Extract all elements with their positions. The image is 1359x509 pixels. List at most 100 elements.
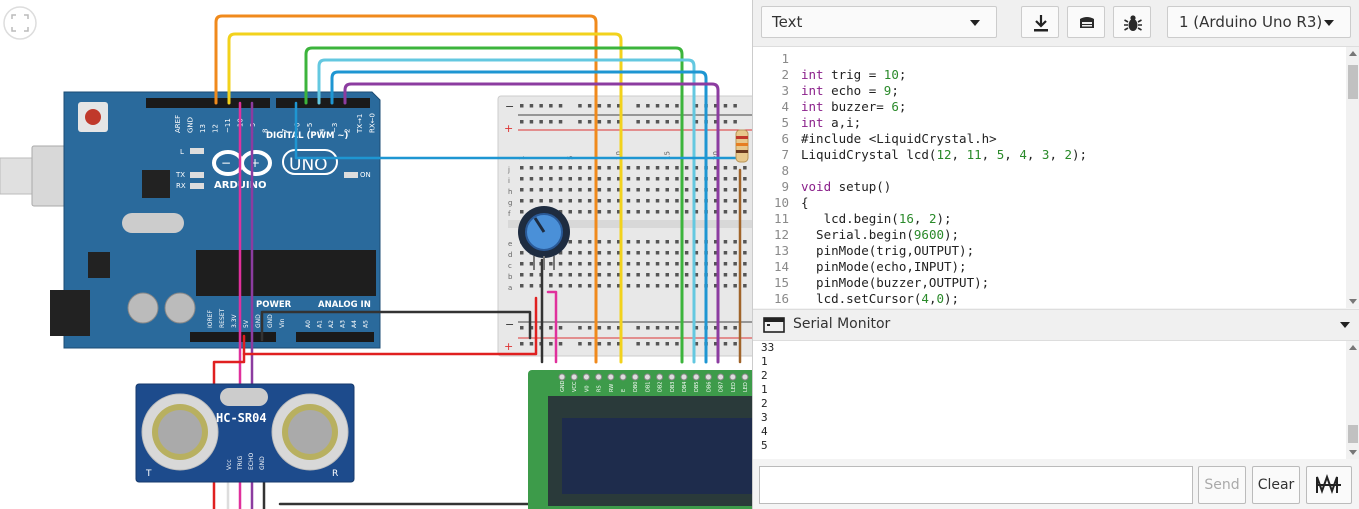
wire-lightblue[interactable]	[317, 58, 696, 364]
breadboard-hole[interactable]	[694, 120, 699, 124]
breadboard-hole[interactable]	[684, 240, 689, 244]
breadboard-hole[interactable]	[617, 120, 621, 124]
breadboard-hole[interactable]	[655, 262, 660, 266]
breadboard-hole[interactable]	[684, 199, 689, 203]
breadboard-hole[interactable]	[587, 199, 592, 203]
breadboard-hole[interactable]	[578, 177, 582, 181]
breadboard-hole[interactable]	[558, 166, 563, 170]
breadboard-hole[interactable]	[617, 210, 621, 214]
breadboard-hole[interactable]	[520, 273, 524, 277]
breadboard-hole[interactable]	[568, 199, 573, 203]
breadboard-hole[interactable]	[636, 177, 640, 181]
breadboard-hole[interactable]	[607, 210, 611, 214]
breadboard-hole[interactable]	[578, 104, 582, 108]
scroll-up-icon[interactable]	[1349, 51, 1357, 56]
breadboard-hole[interactable]	[626, 262, 631, 266]
breadboard-hole[interactable]	[558, 326, 563, 330]
wire-blue[interactable]	[330, 70, 708, 364]
breadboard-hole[interactable]	[529, 120, 534, 124]
breadboard-hole[interactable]	[675, 188, 679, 192]
breadboard-hole[interactable]	[675, 273, 679, 277]
breadboard-hole[interactable]	[578, 273, 582, 277]
breadboard-hole[interactable]	[617, 166, 621, 170]
breadboard-hole[interactable]	[549, 177, 553, 181]
breadboard-hole[interactable]	[655, 284, 660, 288]
breadboard-hole[interactable]	[636, 326, 640, 330]
breadboard-hole[interactable]	[714, 273, 718, 277]
breadboard-hole[interactable]	[587, 120, 592, 124]
breadboard-hole[interactable]	[655, 177, 660, 181]
wire-5v[interactable]	[242, 296, 538, 356]
breadboard-hole[interactable]	[607, 104, 611, 108]
breadboard-hole[interactable]	[597, 284, 602, 288]
breadboard-hole[interactable]	[549, 166, 553, 170]
breadboard-hole[interactable]	[529, 188, 534, 192]
breadboard-hole[interactable]	[529, 326, 534, 330]
breadboard-hole[interactable]	[646, 177, 650, 181]
breadboard-hole[interactable]	[587, 188, 592, 192]
breadboard-hole[interactable]	[646, 273, 650, 277]
potentiometer[interactable]	[518, 206, 570, 270]
breadboard-hole[interactable]	[587, 342, 592, 346]
breadboard-hole[interactable]	[714, 342, 718, 346]
breadboard-hole[interactable]	[714, 188, 718, 192]
wire-gnd[interactable]	[260, 310, 532, 342]
breadboard-hole[interactable]	[558, 188, 563, 192]
breadboard-hole[interactable]	[558, 251, 563, 255]
breadboard-hole[interactable]	[626, 273, 631, 277]
breadboard-hole[interactable]	[626, 177, 631, 181]
breadboard-hole[interactable]	[723, 284, 728, 288]
breadboard-hole[interactable]	[587, 210, 592, 214]
breadboard-hole[interactable]	[655, 273, 660, 277]
breadboard-hole[interactable]	[617, 240, 621, 244]
breadboard-hole[interactable]	[617, 284, 621, 288]
breadboard-hole[interactable]	[723, 188, 728, 192]
lcd-pin[interactable]	[717, 373, 725, 381]
breadboard-hole[interactable]	[578, 120, 582, 124]
breadboard-hole[interactable]	[646, 240, 650, 244]
breadboard-hole[interactable]	[529, 284, 534, 288]
code-line[interactable]: int a,i;	[801, 115, 1087, 131]
breadboard-hole[interactable]	[539, 120, 543, 124]
breadboard-hole[interactable]	[743, 177, 747, 181]
breadboard-hole[interactable]	[733, 166, 737, 170]
breadboard-hole[interactable]	[646, 188, 650, 192]
serial-scroll-thumb[interactable]	[1348, 425, 1358, 443]
breadboard-hole[interactable]	[520, 342, 524, 346]
breadboard-hole[interactable]	[684, 284, 689, 288]
lcd-pin[interactable]	[680, 373, 688, 381]
code-line[interactable]: int buzzer= 6;	[801, 99, 1087, 115]
breadboard-hole[interactable]	[714, 120, 718, 124]
breadboard-hole[interactable]	[597, 199, 602, 203]
breadboard-hole[interactable]	[529, 199, 534, 203]
breadboard-hole[interactable]	[733, 199, 737, 203]
breadboard-hole[interactable]	[597, 210, 602, 214]
breadboard-hole[interactable]	[743, 262, 747, 266]
breadboard-hole[interactable]	[607, 177, 611, 181]
breadboard-hole[interactable]	[646, 166, 650, 170]
breadboard-hole[interactable]	[617, 188, 621, 192]
breadboard-hole[interactable]	[578, 240, 582, 244]
breadboard-hole[interactable]	[558, 120, 563, 124]
lcd-pin[interactable]	[595, 373, 603, 381]
breadboard-hole[interactable]	[520, 210, 524, 214]
breadboard-hole[interactable]	[675, 199, 679, 203]
breadboard-hole[interactable]	[743, 240, 747, 244]
breadboard-hole[interactable]	[743, 251, 747, 255]
breadboard-hole[interactable]	[549, 273, 553, 277]
breadboard-hole[interactable]	[694, 188, 699, 192]
scroll-down-icon[interactable]	[1349, 299, 1357, 304]
breadboard-hole[interactable]	[597, 273, 602, 277]
breadboard-hole[interactable]	[558, 284, 563, 288]
breadboard-hole[interactable]	[578, 188, 582, 192]
breadboard-hole[interactable]	[684, 251, 689, 255]
breadboard-hole[interactable]	[520, 188, 524, 192]
breadboard-hole[interactable]	[694, 166, 699, 170]
breadboard-hole[interactable]	[646, 104, 650, 108]
breadboard-hole[interactable]	[549, 104, 553, 108]
breadboard-hole[interactable]	[733, 104, 737, 108]
breadboard-hole[interactable]	[655, 104, 660, 108]
breadboard-hole[interactable]	[617, 262, 621, 266]
breadboard-hole[interactable]	[597, 240, 602, 244]
